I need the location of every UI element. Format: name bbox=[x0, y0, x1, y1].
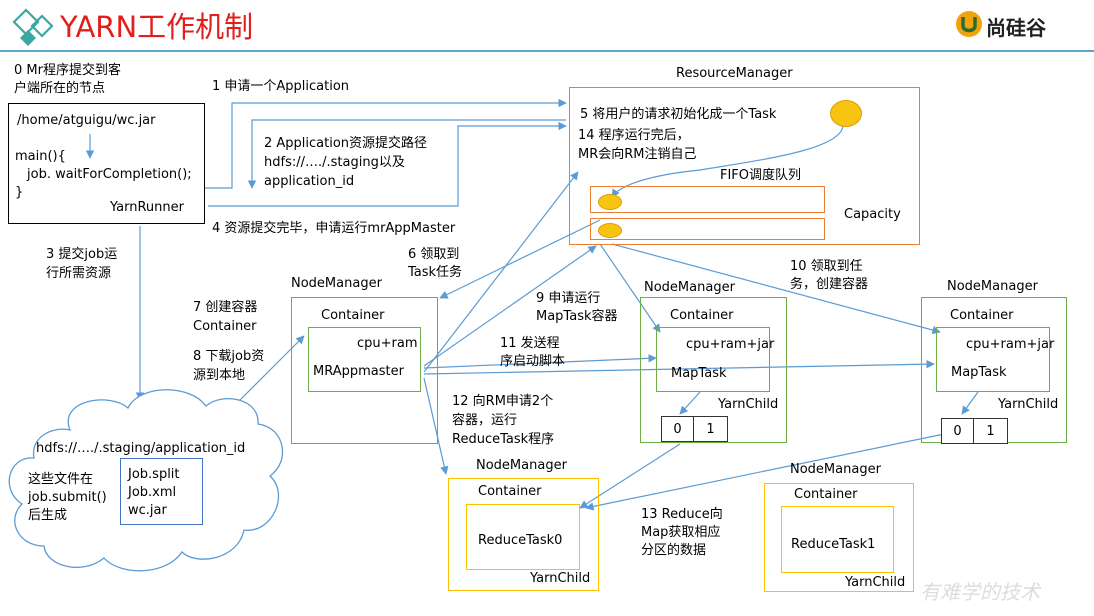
nm-reduce1-task: ReduceTask1 bbox=[791, 537, 876, 552]
step11-line2: 序启动脚本 bbox=[500, 354, 566, 369]
nm-map2-container bbox=[936, 327, 1050, 392]
step13-line2: Map获取相应 bbox=[641, 525, 721, 540]
step9-line1: 9 申请运行 bbox=[536, 291, 601, 306]
nm-map2-container-label: Container bbox=[950, 308, 1014, 323]
client-jar-path: /home/atguigu/wc.jar bbox=[17, 113, 156, 128]
nm-app-box bbox=[291, 297, 438, 444]
nm-app-cpu: cpu+ram bbox=[357, 336, 418, 351]
nm-map1-cpu: cpu+ram+jar bbox=[686, 337, 775, 352]
brand-logo-text: 尚硅谷 bbox=[986, 16, 1046, 40]
job-files-box bbox=[120, 458, 203, 525]
step3-line1: 3 提交job运 bbox=[46, 247, 118, 262]
rm-step14-line1: 14 程序运行完后， bbox=[578, 128, 690, 143]
client-code-line2: job. waitForCompletion(); bbox=[27, 167, 192, 182]
client-code-line1: main(){ bbox=[15, 149, 66, 164]
step10-line2: 务，创建容器 bbox=[790, 277, 869, 292]
client-caption-line2: 户端所在的节点 bbox=[14, 81, 106, 96]
client-caption-line1: 0 Mr程序提交到客 bbox=[14, 63, 121, 78]
nm-reduce1-box bbox=[764, 483, 914, 592]
job-file-jar: wc.jar bbox=[128, 503, 167, 518]
nm-reduce1-label: NodeManager bbox=[790, 462, 881, 477]
step6-line1: 6 领取到 bbox=[408, 247, 460, 262]
nm-reduce0-container bbox=[466, 504, 580, 570]
queue-task-oval-icon bbox=[598, 223, 622, 238]
step10-line1: 10 领取到任 bbox=[790, 259, 863, 274]
step1-label: 1 申请一个Application bbox=[212, 79, 350, 94]
nm-reduce0-box bbox=[448, 478, 599, 591]
nm-reduce0-task: ReduceTask0 bbox=[478, 533, 563, 548]
page-title: YARN工作机制 bbox=[60, 10, 254, 44]
step8-line1: 8 下载job资 bbox=[193, 349, 265, 364]
resource-manager-box bbox=[569, 87, 920, 245]
client-box bbox=[8, 103, 205, 224]
step7-line2: Container bbox=[193, 319, 257, 334]
fifo-queue-row2 bbox=[590, 218, 825, 240]
fifo-queue-label: FIFO调度队列 bbox=[720, 168, 802, 183]
nm-reduce0-label: NodeManager bbox=[476, 458, 567, 473]
queue-task-oval-icon bbox=[598, 194, 622, 210]
step2-line2: hdfs://…./.staging以及 bbox=[264, 155, 405, 170]
nm-map1-maptask: MapTask bbox=[671, 366, 727, 381]
nm-map1-label: NodeManager bbox=[644, 280, 735, 295]
nm-map2-partition-0: 0 bbox=[941, 418, 974, 444]
step13-line1: 13 Reduce向 bbox=[641, 507, 723, 522]
nm-map2-yarnchild: YarnChild bbox=[998, 397, 1059, 412]
step11-line1: 11 发送程 bbox=[500, 336, 560, 351]
task-oval-icon bbox=[830, 100, 862, 127]
nm-map1-partition-0: 0 bbox=[661, 416, 694, 442]
step2-line3: application_id bbox=[264, 174, 355, 189]
job-file-split: Job.split bbox=[128, 467, 180, 482]
nm-reduce1-container-label: Container bbox=[794, 487, 858, 502]
client-code-line3: } bbox=[15, 185, 24, 200]
hdfs-path: hdfs://…./.staging/application_id bbox=[36, 441, 246, 456]
nm-map1-yarnchild: YarnChild bbox=[718, 397, 779, 412]
step2-line1: 2 Application资源提交路径 bbox=[264, 136, 428, 151]
step8-line2: 源到本地 bbox=[193, 368, 246, 383]
yarn-runner-label: YarnRunner bbox=[110, 200, 184, 215]
nm-reduce0-container-label: Container bbox=[478, 484, 542, 499]
hdfs-note-line3: 后生成 bbox=[28, 508, 68, 523]
nm-app-container bbox=[308, 327, 421, 392]
hdfs-note-line2: job.submit() bbox=[28, 490, 107, 505]
step4-label: 4 资源提交完毕，申请运行mrAppMaster bbox=[212, 221, 456, 236]
nm-reduce1-container bbox=[781, 506, 894, 573]
job-file-xml: Job.xml bbox=[128, 485, 177, 500]
nm-map1-container bbox=[656, 327, 770, 392]
step12-line2: 容器，运行 bbox=[452, 413, 518, 428]
hdfs-note-line1: 这些文件在 bbox=[28, 472, 94, 487]
step7-line1: 7 创建容器 bbox=[193, 300, 258, 315]
slogan-watermark: 有难学的技术 bbox=[920, 580, 1040, 604]
diamond-logo-icon bbox=[12, 8, 56, 46]
nm-app-label: NodeManager bbox=[291, 276, 382, 291]
nm-reduce0-yarnchild: YarnChild bbox=[530, 571, 591, 586]
resource-manager-label: ResourceManager bbox=[676, 66, 793, 81]
nm-app-container-label: Container bbox=[321, 308, 385, 323]
nm-map2-cpu: cpu+ram+jar bbox=[966, 337, 1055, 352]
nm-map1-container-label: Container bbox=[670, 308, 734, 323]
nm-app-mrappmaster: MRAppmaster bbox=[313, 364, 404, 379]
nm-map1-partition-1: 1 bbox=[693, 416, 728, 442]
fifo-queue-row1 bbox=[590, 186, 825, 213]
nm-map2-label: NodeManager bbox=[947, 279, 1038, 294]
title-underline bbox=[0, 50, 1094, 52]
step13-line3: 分区的数据 bbox=[641, 543, 707, 558]
brand-logo-icon bbox=[955, 10, 983, 38]
nm-map2-partition-1: 1 bbox=[973, 418, 1008, 444]
rm-step14-line2: MR会向RM注销自己 bbox=[578, 147, 697, 162]
nm-reduce1-yarnchild: YarnChild bbox=[845, 575, 906, 590]
nm-map1-box bbox=[640, 297, 787, 443]
rm-step5-label: 5 将用户的请求初始化成一个Task bbox=[580, 107, 777, 122]
step6-line2: Task任务 bbox=[408, 265, 463, 280]
step12-line1: 12 向RM申请2个 bbox=[452, 394, 554, 409]
step9-line2: MapTask容器 bbox=[536, 309, 618, 324]
capacity-label: Capacity bbox=[844, 207, 901, 222]
step3-line2: 行所需资源 bbox=[46, 266, 112, 281]
nm-map2-maptask: MapTask bbox=[951, 365, 1007, 380]
step12-line3: ReduceTask程序 bbox=[452, 432, 555, 447]
